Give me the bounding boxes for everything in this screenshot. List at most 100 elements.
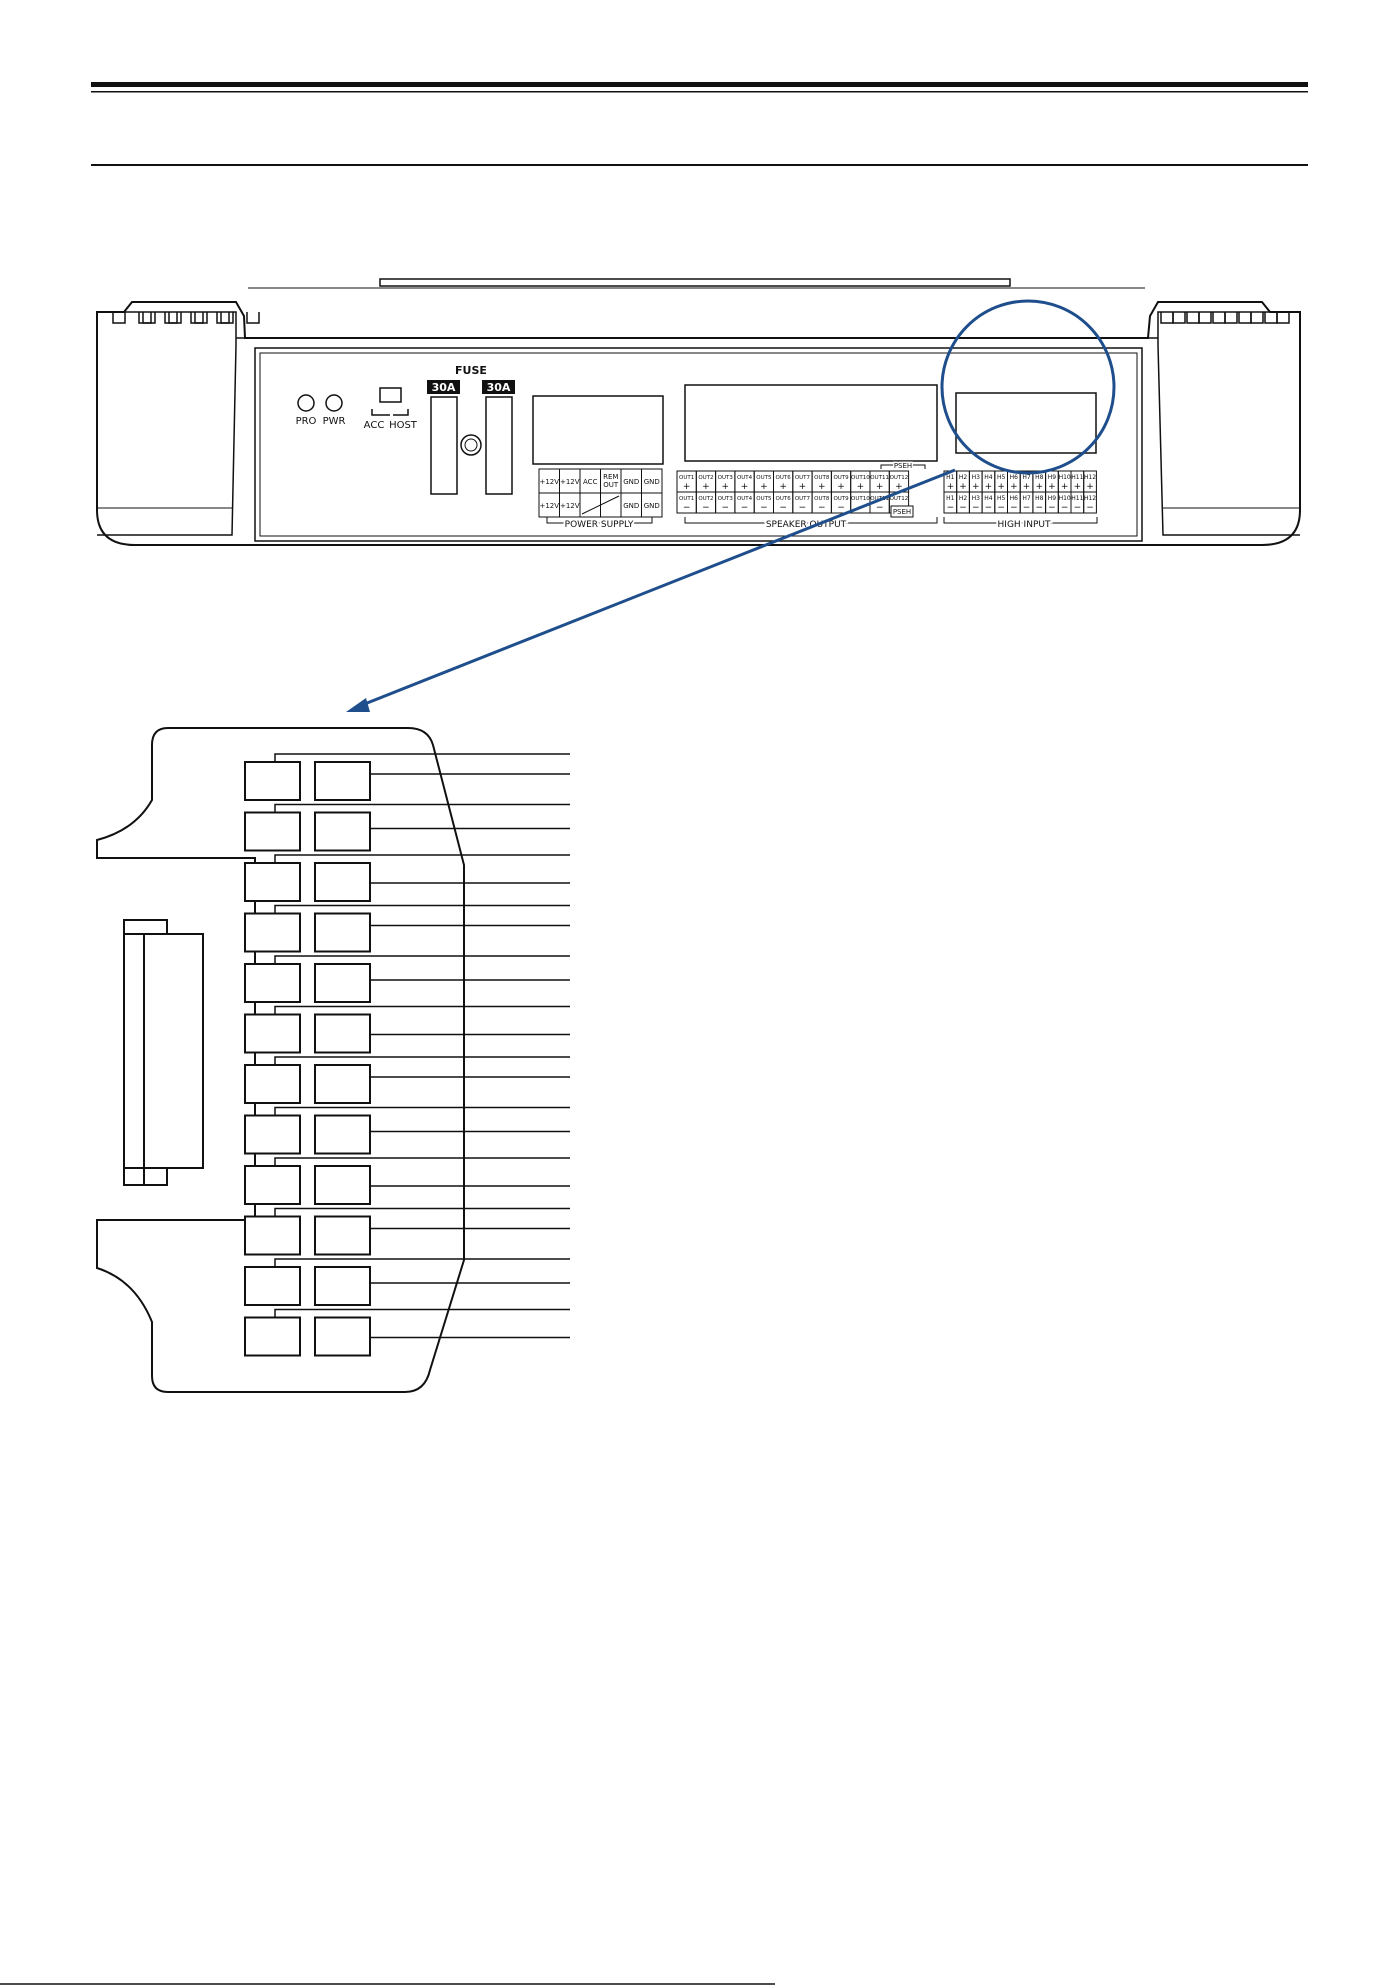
high-terminal-label: H10 bbox=[1059, 474, 1071, 481]
speaker-terminal-label: OUT10 bbox=[851, 496, 870, 502]
connector-pin-right bbox=[314, 761, 371, 801]
acc-label: ACC bbox=[364, 420, 385, 431]
connector-latch-top bbox=[123, 919, 168, 934]
speaker-terminal-block: OUT1+OUT1−OUT2+OUT2−OUT3+OUT3−OUT4+OUT4−… bbox=[676, 470, 910, 514]
speaker-terminal-label: OUT9 bbox=[833, 475, 849, 481]
high-terminal-label: H2 bbox=[959, 474, 968, 481]
high-input-label: HIGH INPUT bbox=[998, 520, 1051, 530]
high-terminal-label: H9 bbox=[1048, 474, 1057, 481]
fin-notch bbox=[164, 312, 178, 324]
fin-notch bbox=[220, 312, 234, 324]
plus-sign: + bbox=[959, 482, 967, 492]
high-terminal-label: H8 bbox=[1035, 495, 1044, 502]
connector-detail bbox=[96, 727, 465, 1393]
power-terminal-label: GND bbox=[644, 502, 660, 510]
fin-notch bbox=[1276, 312, 1290, 324]
speaker-window bbox=[684, 384, 938, 462]
high-terminal-label: H12 bbox=[1084, 474, 1096, 481]
fin-notch bbox=[112, 312, 126, 324]
callout-arrow-line bbox=[356, 468, 956, 709]
speaker-terminal-label: OUT9 bbox=[833, 496, 849, 502]
plus-sign: + bbox=[779, 482, 787, 492]
wire-left bbox=[274, 753, 570, 762]
high-terminal-label: H4 bbox=[984, 474, 993, 481]
fin-notch bbox=[1186, 312, 1200, 324]
plus-sign: + bbox=[972, 482, 980, 492]
connector-pin-left bbox=[244, 912, 301, 953]
connector-pin-right bbox=[314, 862, 371, 902]
minus-sign: − bbox=[1048, 503, 1056, 513]
front-panel-inner bbox=[259, 352, 1138, 537]
high-terminal-label: H11 bbox=[1071, 474, 1083, 481]
acc-host-switch[interactable] bbox=[379, 387, 402, 403]
fin-notch bbox=[190, 312, 204, 324]
top-thick-rule bbox=[91, 82, 1308, 87]
connector-pin-left bbox=[244, 862, 301, 902]
high-window bbox=[955, 392, 1097, 454]
connector-pin-left bbox=[244, 1215, 301, 1256]
high-terminal-label: H7 bbox=[1022, 495, 1031, 502]
minus-sign: − bbox=[1023, 503, 1031, 513]
speaker-terminal-label: OUT5 bbox=[756, 496, 772, 502]
wire-left bbox=[274, 803, 570, 813]
plus-sign: + bbox=[799, 482, 807, 492]
connector-pin-left bbox=[244, 1266, 301, 1306]
host-label: HOST bbox=[389, 420, 418, 431]
high-terminal-label: H6 bbox=[1010, 495, 1019, 502]
speaker-terminal-label: OUT1 bbox=[679, 475, 694, 481]
connector-pin-right bbox=[314, 1114, 371, 1155]
high-bracket bbox=[943, 517, 1098, 524]
plus-sign: + bbox=[1023, 482, 1031, 492]
power-terminal-label: GND bbox=[623, 502, 639, 510]
plus-sign: + bbox=[985, 482, 993, 492]
speaker-terminal-label: OUT3 bbox=[718, 496, 734, 502]
speaker-terminal-label: OUT3 bbox=[718, 475, 734, 481]
speaker-terminal-label: OUT10 bbox=[851, 475, 870, 481]
minus-sign: − bbox=[779, 503, 787, 513]
high-terminal-label: H10 bbox=[1059, 495, 1071, 502]
minus-sign: − bbox=[1061, 503, 1069, 513]
plus-sign: + bbox=[1074, 482, 1082, 492]
fin-notch bbox=[1238, 312, 1252, 324]
pwr-label: PWR bbox=[323, 416, 346, 427]
front-panel bbox=[254, 347, 1143, 542]
fuse-1 bbox=[430, 396, 458, 495]
plus-sign: + bbox=[947, 482, 955, 492]
high-terminal-label: H9 bbox=[1048, 495, 1057, 502]
fin-notch bbox=[142, 312, 156, 324]
speaker-terminal-label: OUT8 bbox=[814, 496, 830, 502]
high-terminal-label: H4 bbox=[984, 495, 993, 502]
connector-pin-left bbox=[244, 761, 301, 801]
high-input-terminal-block: H1+H1−H2+H2−H3+H3−H4+H4−H5+H5−H6+H6−H7+H… bbox=[943, 470, 1097, 514]
fuse-group: FUSE 30A 30A bbox=[427, 364, 515, 495]
connector-latch bbox=[123, 933, 204, 1169]
fin-notch bbox=[246, 312, 260, 324]
connector-pin-right bbox=[314, 1266, 371, 1306]
speaker-terminal-label: OUT12 bbox=[890, 475, 909, 481]
speaker-terminal-label: OUT6 bbox=[776, 496, 792, 502]
connector-pin-right bbox=[314, 963, 371, 1003]
speaker-terminal-label: OUT12 bbox=[890, 496, 909, 502]
power-terminal-label-rem: REM bbox=[603, 473, 618, 481]
wire-left bbox=[274, 1308, 570, 1318]
minus-sign: − bbox=[947, 503, 955, 513]
indicator-group: PRO PWR ACC HOST bbox=[296, 387, 418, 431]
speaker-terminal-label: OUT1 bbox=[679, 496, 694, 502]
minus-sign: − bbox=[702, 503, 710, 513]
power-terminal-label: GND bbox=[623, 478, 639, 486]
minus-sign: − bbox=[1074, 503, 1082, 513]
amplifier-front-view bbox=[96, 278, 1301, 546]
speaker-terminal-label: OUT4 bbox=[737, 496, 753, 502]
power-diagonal bbox=[581, 495, 620, 515]
fuse-screw-icon bbox=[460, 434, 482, 456]
power-terminal-label: ACC bbox=[583, 478, 598, 486]
wire-left bbox=[274, 904, 570, 914]
high-terminal-label: H12 bbox=[1084, 495, 1096, 502]
minus-sign: − bbox=[799, 503, 807, 513]
connector-housing bbox=[96, 727, 465, 1393]
connector-wires bbox=[274, 753, 570, 1339]
speaker-terminal-label: OUT4 bbox=[737, 475, 753, 481]
connector-pin-left bbox=[244, 963, 301, 1003]
high-terminal-label: H2 bbox=[959, 495, 968, 502]
wire-left bbox=[274, 1056, 570, 1065]
